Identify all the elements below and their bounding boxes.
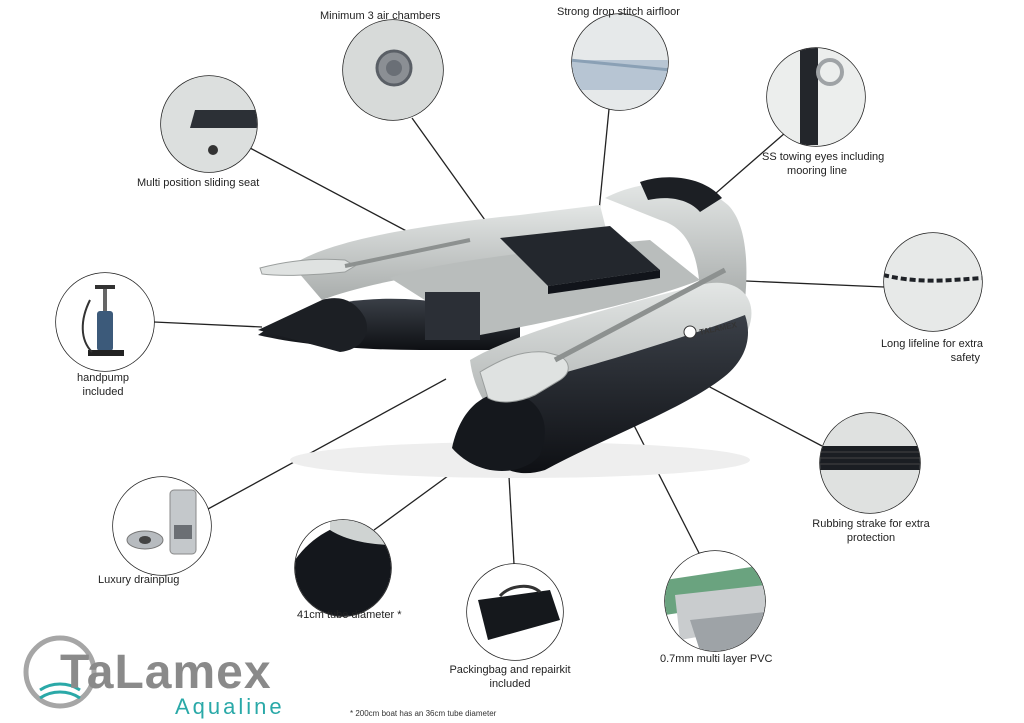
footnote: * 200cm boat has an 36cm tube diameter [350,709,497,718]
label-airfloor: Strong drop stitch airfloor [557,6,680,18]
airfloor-detail [571,13,669,111]
label-sliding-seat: Multi position sliding seat [137,177,260,189]
boat-stern-dark [640,177,722,212]
boat-oar-front [479,351,569,403]
talamex-logo: TaLamex [23,635,272,709]
boat-port-tube-light [292,205,610,300]
boat-stern-tube [605,183,747,300]
lifeline-detail [883,232,983,332]
packingbag-detail [466,563,564,661]
drainplug-detail [112,476,212,576]
label-handpump-line1: handpump [77,372,129,384]
label-air-chambers: Minimum 3 air chambers [320,10,441,22]
pvc-layer-detail [664,550,766,652]
label-packingbag-line2: included [489,678,531,690]
boat-starboard-cone [452,392,545,472]
label-handpump: handpump included [72,371,134,399]
label-lifeline: Long lifeline for extra safety [872,337,992,365]
label-rubbing-strake: Rubbing strake for extra protection [801,517,941,545]
label-packingbag-line1: Packingbag and repairkit [449,664,571,676]
handpump-detail [55,272,155,372]
label-lifeline-line2: safety [950,352,980,364]
label-towing-eyes: SS towing eyes including mooring line [762,150,885,178]
label-packingbag: Packingbag and repairkit included [435,663,585,691]
sliding-seat-detail [160,75,258,173]
label-towing-eyes-line1: SS towing eyes including [762,151,885,163]
label-towing-eyes-line2: mooring line [787,165,847,177]
boat-sliding-seat [500,226,660,286]
brand-subline: Aqualine [175,694,285,719]
label-rubbing-strake-line2: protection [846,532,896,544]
inflatable-boat-illustration: TALAMEX [258,177,752,478]
logo-wordmark: TaLamex [60,646,272,699]
rubbing-strake-detail [819,412,921,514]
boat-starboard-tube-dark [490,315,749,474]
label-rubbing-strake-line1: Rubbing strake for extra [812,518,930,530]
label-drainplug: Luxury drainplug [98,574,180,586]
label-tube-diameter: 41cm tube diameter * [297,609,402,621]
label-pvc: 0.7mm multi layer PVC [660,653,773,665]
label-handpump-line2: included [82,386,124,398]
boat-oar-back [259,258,356,276]
towing-eye-detail [766,47,866,147]
tube-diameter-detail [294,519,392,617]
boat-transom-panel [425,292,480,340]
label-lifeline-line1: Long lifeline for extra [880,338,984,350]
air-chamber-detail [342,19,444,121]
boat-port-cone [258,298,368,352]
leader-lines [153,108,885,565]
